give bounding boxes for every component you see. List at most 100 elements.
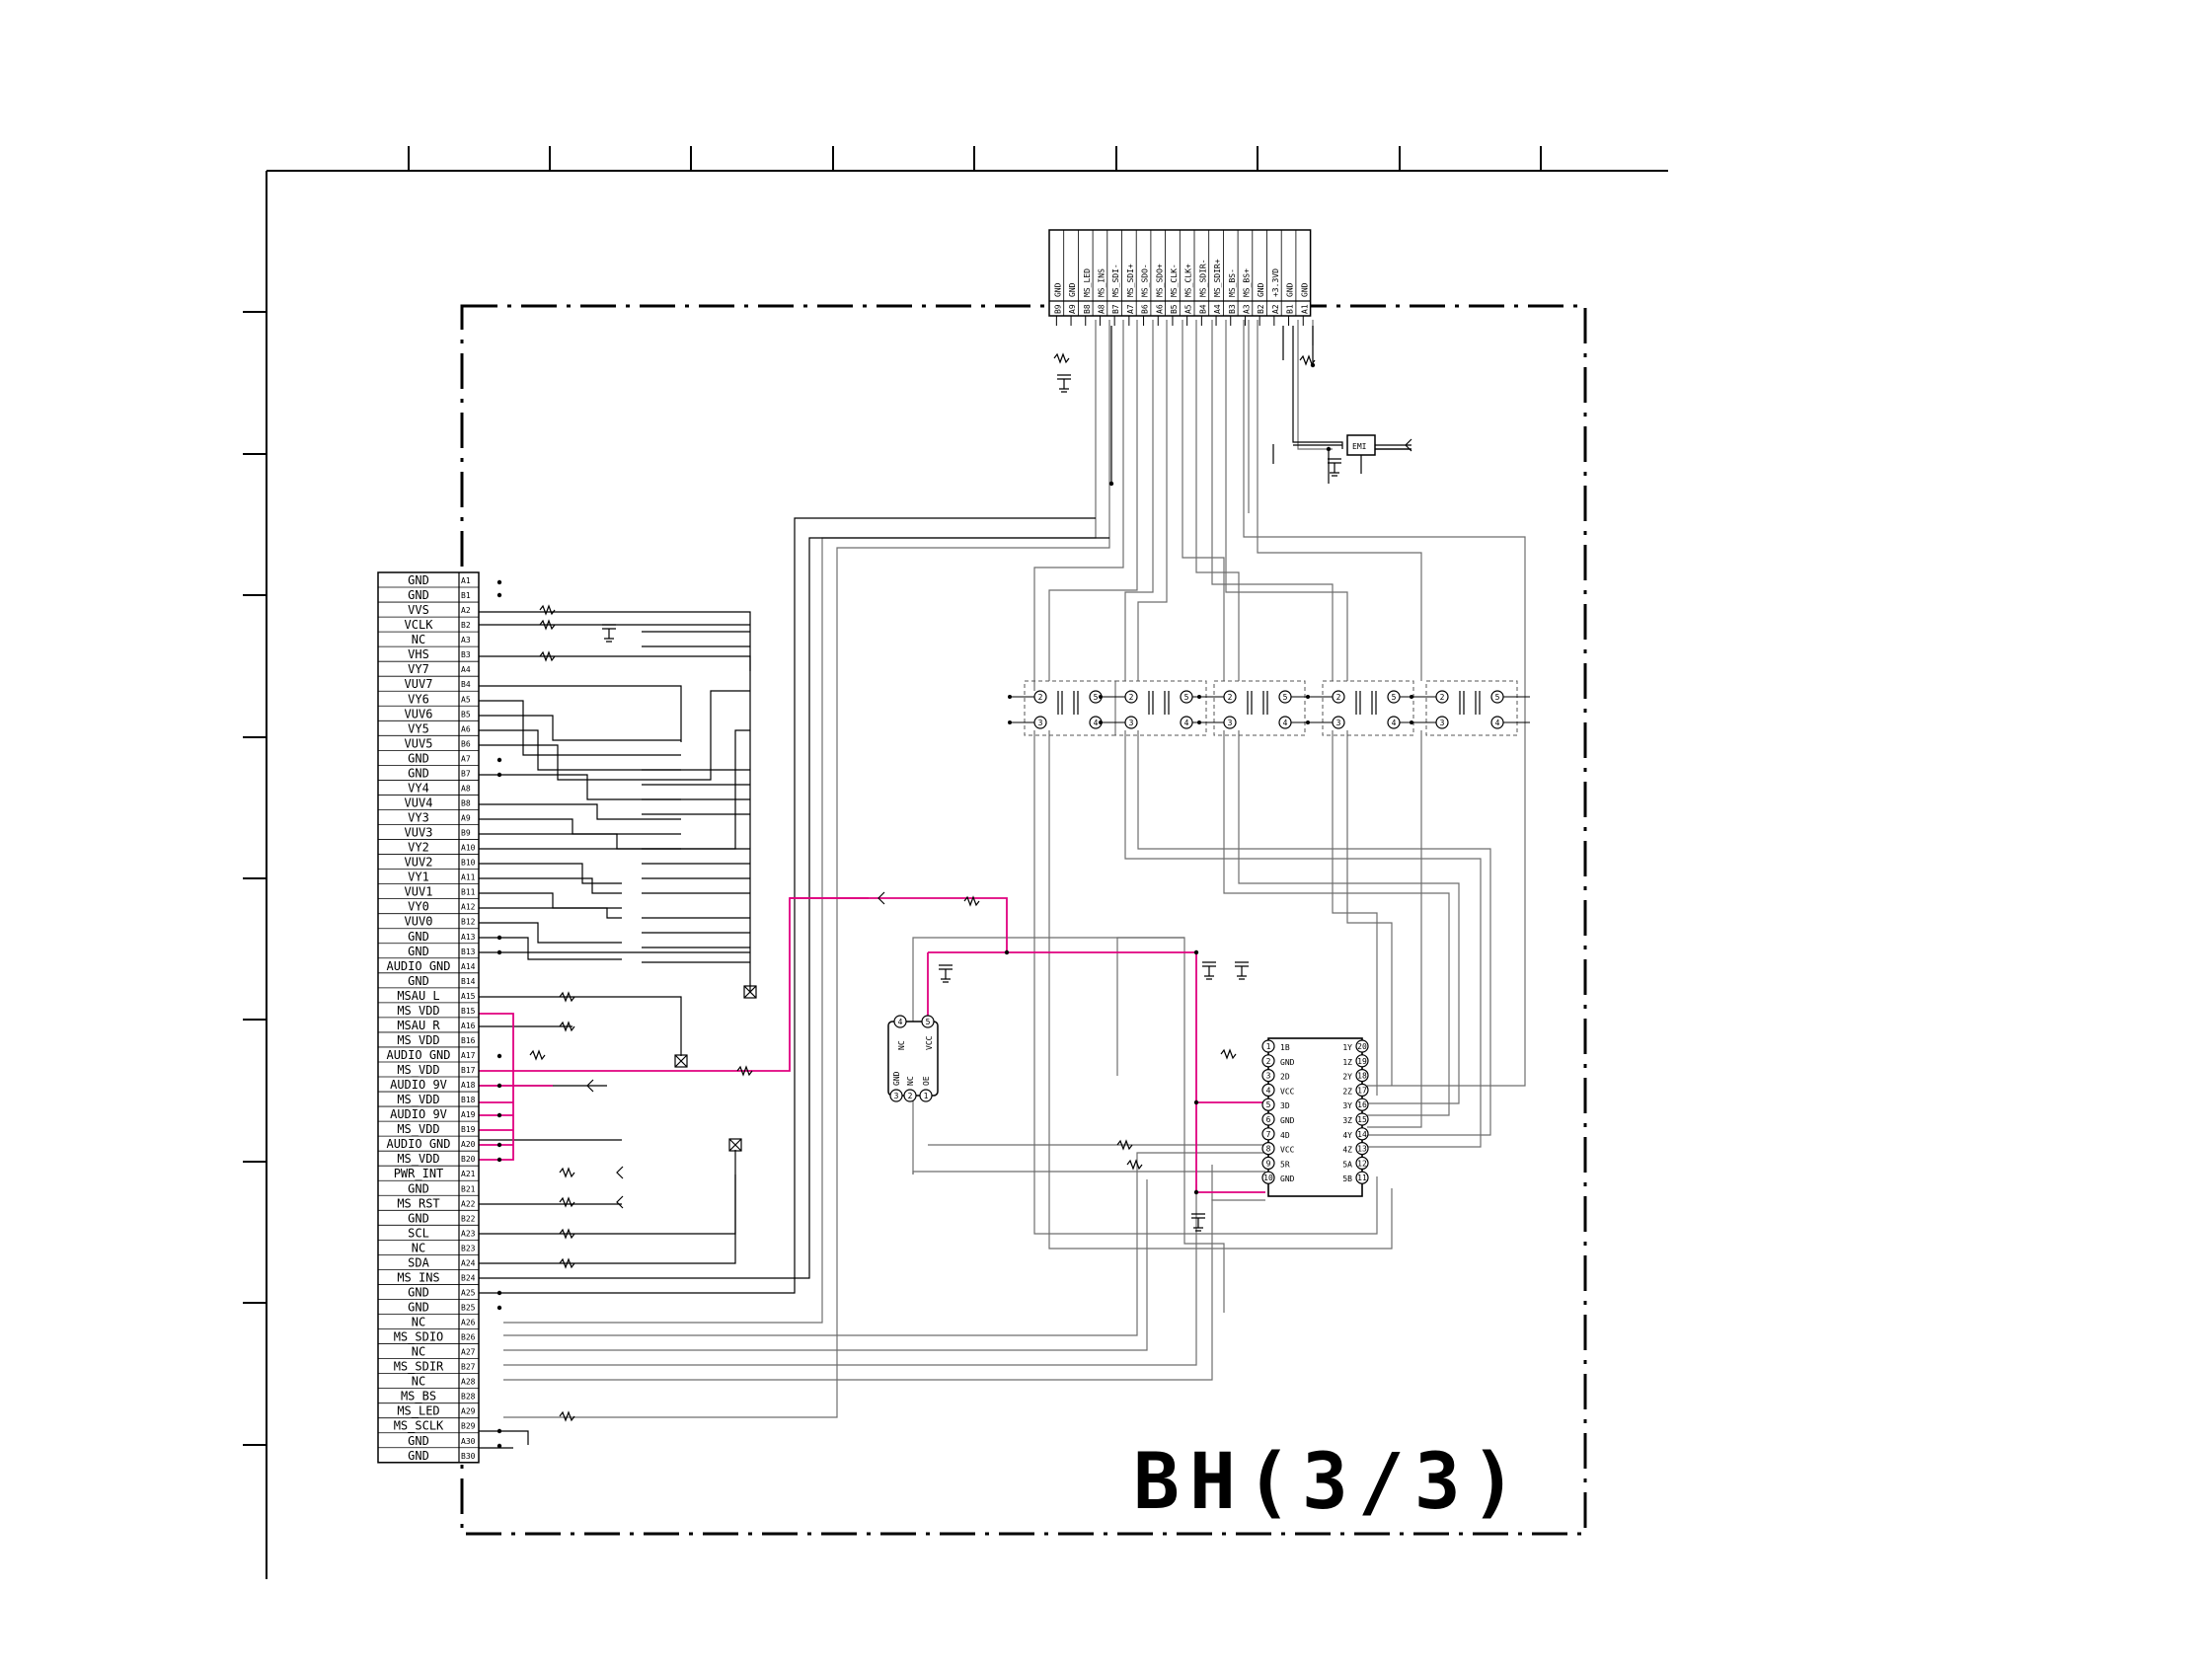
left-connector-pin-number: B15 (461, 1007, 476, 1016)
resistor-symbol (559, 1196, 575, 1208)
left-connector-pin-number: B13 (461, 947, 476, 956)
left-connector-pin-label: VUV0 (405, 915, 433, 929)
capacitor-symbol (602, 624, 616, 643)
left-connector-pin-label: VUV2 (405, 856, 433, 870)
ic-pin-label: 3Z (1342, 1116, 1352, 1125)
top-connector-pin-label: MS_SDIR+ (1213, 259, 1222, 297)
capacitor-symbol (1328, 458, 1341, 477)
left-connector-pin-number: B14 (461, 977, 476, 986)
left-connector-pin-label: VY6 (408, 692, 429, 706)
top-connector-pin-label: MS_CLK+ (1184, 264, 1193, 297)
left-connector-pin-label: MS_VDD (397, 1122, 439, 1136)
left-connector-pin-number: A27 (461, 1348, 476, 1357)
junction-dot (1004, 949, 1010, 955)
junction-dot (496, 1142, 502, 1148)
left-connector-pin-number: A9 (461, 814, 471, 823)
top-connector-pin-label: MS_BS- (1228, 268, 1237, 297)
junction-dot (496, 757, 502, 763)
left-connector-pin-number: B12 (461, 918, 476, 927)
choke-pin-number: 5 (1094, 693, 1099, 702)
left-connector-pin-number: A18 (461, 1081, 476, 1090)
resistor-symbol (559, 1167, 575, 1178)
left-connector-pin-label: MS_SDIR (394, 1360, 444, 1374)
top-connector-pin-number: A4 (1213, 304, 1222, 314)
left-connector-pin-number: B7 (461, 769, 471, 778)
top-connector-pin-label: GND (1286, 282, 1295, 297)
left-connector-pin-number: B10 (461, 859, 476, 868)
left-connector-pin-number: B8 (461, 798, 471, 807)
left-connector-pin-number: A19 (461, 1110, 476, 1119)
regulator-pin-label: NC (897, 1040, 906, 1050)
left-connector-pin-number: B20 (461, 1155, 476, 1164)
left-connector-pin-label: VVS (408, 603, 429, 617)
top-connector-pin-label: GND (1053, 282, 1062, 297)
left-connector-pin-label: VUV6 (405, 707, 433, 720)
choke-pin-number: 3 (1038, 719, 1043, 727)
ic-pin-label: GND (1280, 1116, 1295, 1125)
top-connector: GNDB9GNDA9MS_LEDB8MS_INSA8MS_SDI-B7MS_SD… (1048, 229, 1312, 326)
left-connector-pin-number: B21 (461, 1184, 476, 1193)
regulator-pin-number: 3 (894, 1092, 899, 1100)
choke-pin-number: 2 (1228, 693, 1233, 702)
top-connector-pin-number: A3 (1242, 304, 1251, 314)
junction-dot (496, 1112, 502, 1118)
ic-pin-label: 2D (1280, 1073, 1290, 1082)
choke-pin-number: 2 (1336, 693, 1341, 702)
top-connector-pin-number: A1 (1300, 304, 1309, 314)
left-connector-pin-number: A2 (461, 606, 471, 615)
off-page-arrow-icon (586, 1079, 594, 1093)
choke-pin-number: 3 (1440, 719, 1445, 727)
ic-pin-number: 15 (1357, 1115, 1367, 1124)
choke-pin-number: 2 (1129, 693, 1134, 702)
resistor-symbol (539, 650, 556, 662)
left-connector-pin-label: MSAU_L (397, 989, 439, 1003)
junction-dot (1193, 1099, 1199, 1105)
left-connector-pin-number: B4 (461, 680, 471, 689)
capacitor-symbol (1191, 1213, 1205, 1232)
left-connector-pin-number: B24 (461, 1273, 476, 1282)
left-connector-pin-number: A1 (461, 576, 471, 585)
regulator-pin-label: VCC (925, 1035, 934, 1050)
left-connector-pin-label: VY4 (408, 781, 429, 795)
ic-pin-number: 11 (1357, 1174, 1367, 1182)
top-connector-pin-number: A6 (1155, 304, 1164, 314)
resistor-symbol (559, 1410, 575, 1422)
left-connector-pin-label: MS_VDD (397, 1152, 439, 1166)
left-connector-pin-label: VY0 (408, 900, 429, 914)
top-connector-pin-label: MS_SDI+ (1126, 264, 1135, 297)
left-connector-pin-number: A15 (461, 992, 476, 1001)
regulator-pin-number: 2 (908, 1092, 913, 1100)
left-connector-pin-label: GND (408, 573, 429, 587)
left-connector-pin-number: B16 (461, 1036, 476, 1045)
left-connector-pin-label: NC (412, 1241, 425, 1254)
left-connector-pin-number: A22 (461, 1199, 476, 1208)
left-connector-pin-number: B9 (461, 829, 471, 838)
capacitor-symbol (1235, 961, 1249, 980)
left-connector-pin-label: MS_VDD (397, 1093, 439, 1106)
sheet-title: BH(3/3) (1133, 1438, 1527, 1527)
top-connector-pin-number: A9 (1068, 304, 1077, 314)
left-connector-pin-number: B25 (461, 1304, 476, 1313)
top-connector-pin-label: GND (1300, 282, 1309, 297)
left-connector-pin-label: VY1 (408, 871, 429, 884)
video-bus-wiring (479, 326, 1411, 1449)
left-connector-pin-label: NC (412, 633, 425, 646)
choke-pin-number: 3 (1336, 719, 1341, 727)
off-page-arrow-icon (616, 1195, 624, 1209)
left-connector-pin-number: A3 (461, 636, 471, 644)
left-connector-pin-number: A8 (461, 784, 471, 793)
left-connector-pin-label: VCLK (405, 618, 434, 632)
top-connector-pin-label: MS_CLK- (1170, 264, 1179, 297)
left-connector-pin-label: GND (408, 1301, 429, 1315)
left-connector-pin-label: PWR_INT (394, 1167, 444, 1180)
capacitor-symbol (939, 964, 953, 983)
ic-pin-label: 3D (1280, 1101, 1290, 1110)
left-connector-pin-label: VUV4 (405, 796, 433, 809)
top-connector-pin-number: B4 (1198, 304, 1207, 314)
left-connector-pin-label: GND (408, 1449, 429, 1463)
ic-pin-label: 4D (1280, 1131, 1290, 1140)
